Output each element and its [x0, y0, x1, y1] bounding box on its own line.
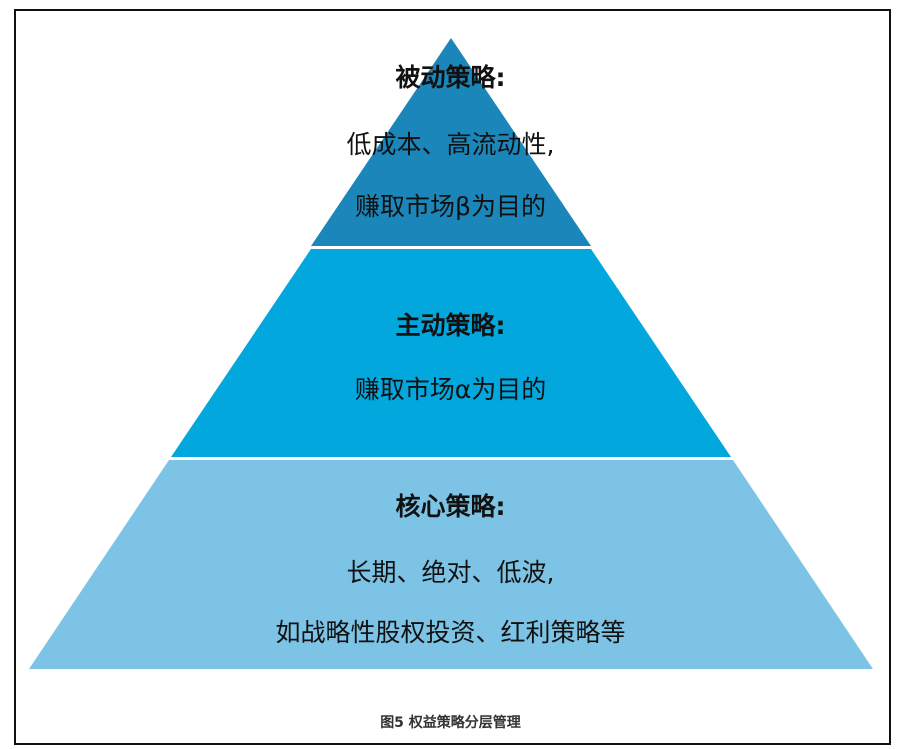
tier-passive-title: 被动策略:: [395, 63, 506, 92]
tier-active-shape: [171, 249, 731, 457]
tier-core-title: 核心策略:: [395, 492, 506, 521]
tier-core-line-2: 如战略性股权投资、红利策略等: [275, 618, 626, 647]
tier-active-line-1: 赚取市场α为目的: [354, 375, 547, 404]
figure-caption: 图5 权益策略分层管理: [380, 715, 521, 731]
tier-core-line-1: 长期、绝对、低波,: [346, 558, 555, 587]
tier-active-title: 主动策略:: [395, 311, 506, 340]
tier-passive-shape: [311, 38, 591, 246]
figure-frame: [14, 9, 891, 745]
tier-passive-line-1: 低成本、高流动性,: [346, 130, 555, 159]
tier-core-shape: [29, 460, 873, 669]
tier-passive-line-2: 赚取市场β为目的: [355, 192, 546, 221]
